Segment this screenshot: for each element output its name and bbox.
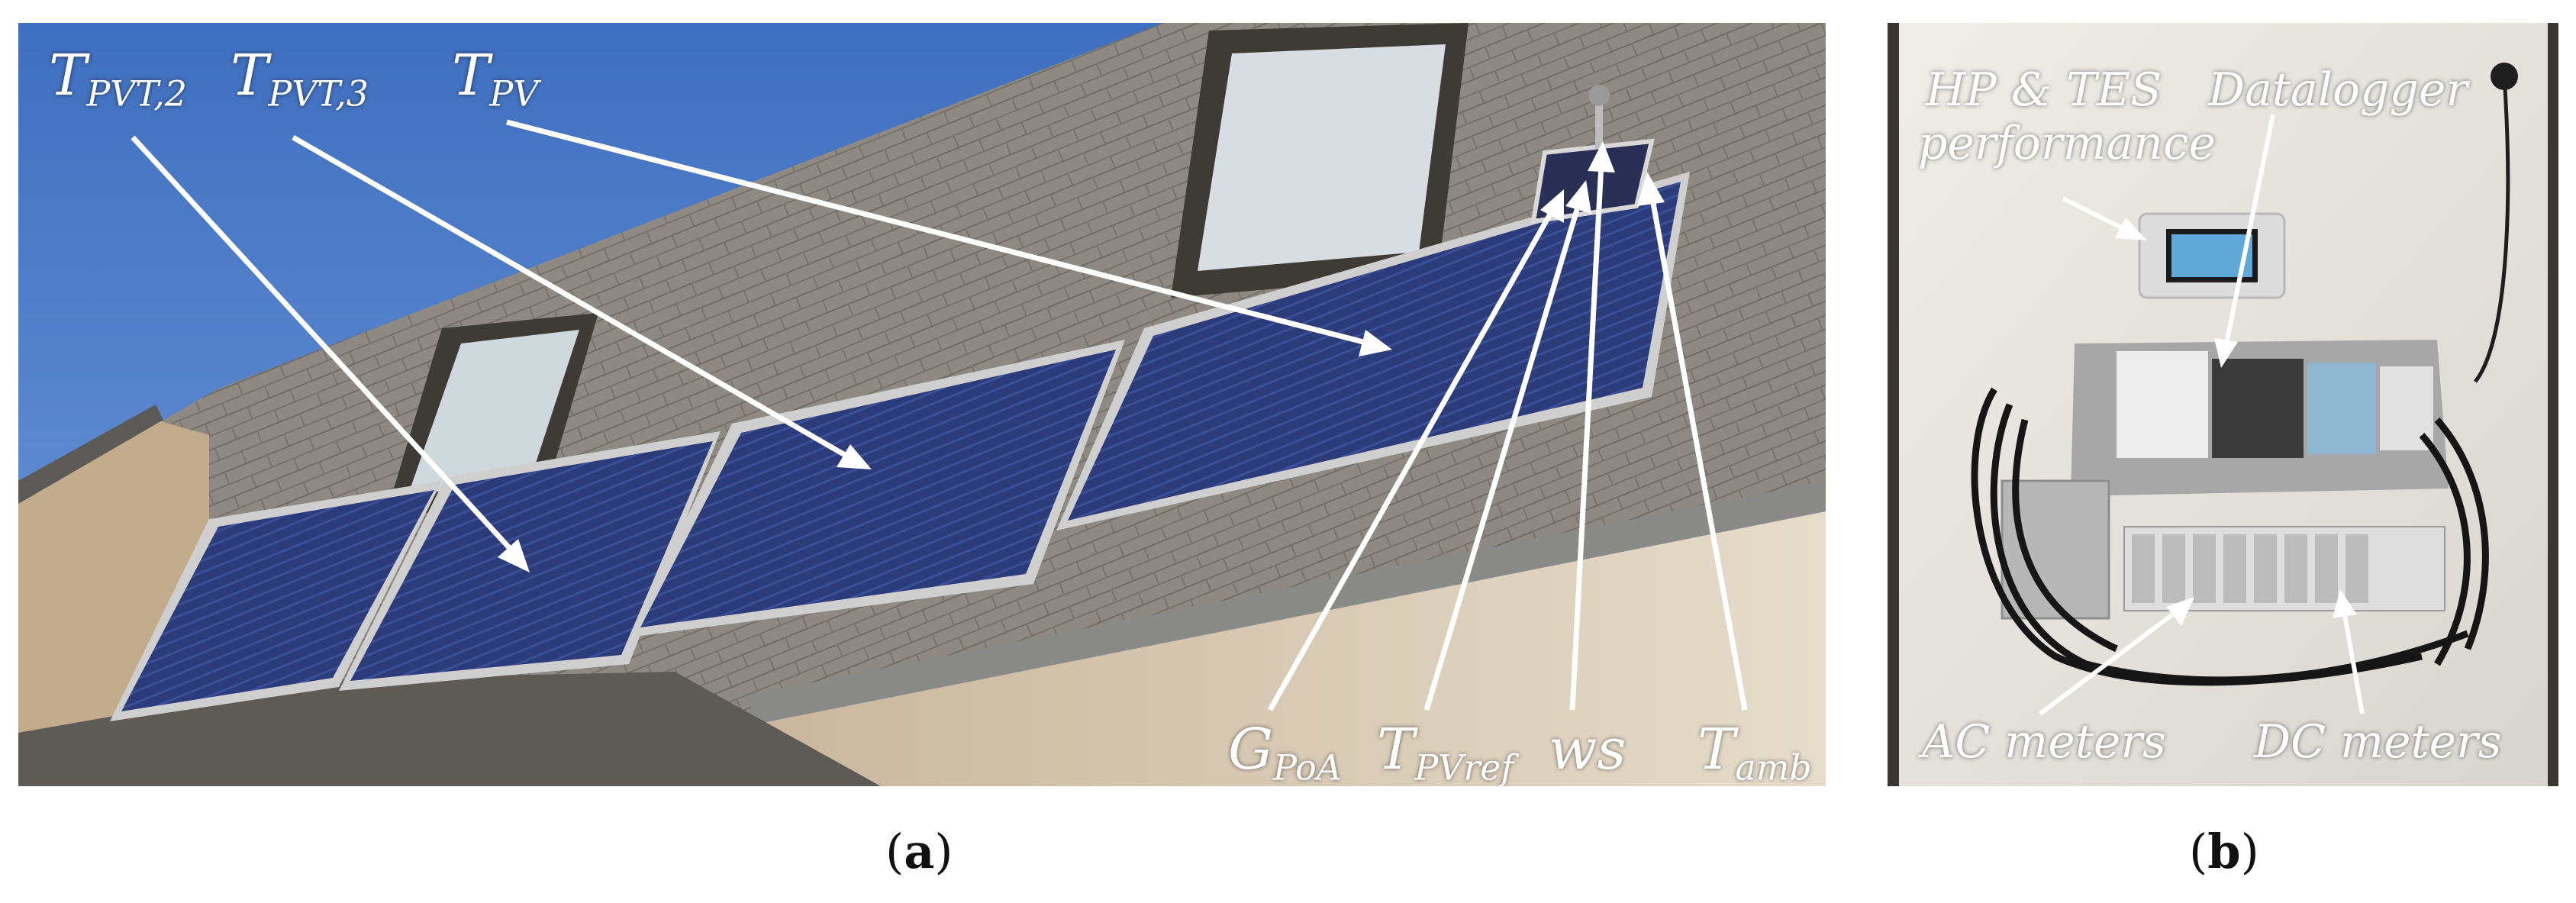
din-backplate bbox=[2071, 340, 2449, 496]
label-t-amb: Tamb bbox=[1697, 717, 1812, 786]
gutter bbox=[751, 481, 1826, 725]
rooftop-photo bbox=[18, 23, 1826, 786]
pvt-panel-2 bbox=[339, 431, 721, 691]
cable-bundle bbox=[1971, 387, 2489, 686]
meter-rail bbox=[2123, 526, 2445, 611]
label-t-pvt2: TPVT,2 bbox=[49, 43, 187, 114]
label-g-poa: GPoA bbox=[1228, 717, 1342, 786]
label-ws: ws bbox=[1549, 717, 1627, 782]
caption-b: (b) bbox=[2189, 824, 2259, 879]
label-hp-tes-line2: performance bbox=[1918, 117, 2217, 170]
label-ac-meters: AC meters bbox=[1922, 715, 2166, 769]
label-dc-meters: DC meters bbox=[2254, 715, 2502, 769]
anemometer bbox=[1588, 85, 1610, 149]
label-datalogger: Datalogger bbox=[2208, 63, 2468, 117]
skylight-large bbox=[1171, 23, 1469, 298]
pvt-panel-1 bbox=[110, 481, 442, 721]
label-hp-tes-line1: HP & TES bbox=[1926, 63, 2162, 117]
hmi-display bbox=[2138, 212, 2286, 299]
pvt-panel-3 bbox=[629, 340, 1125, 637]
label-t-pvt3: TPVT,3 bbox=[231, 43, 369, 114]
annotation-arrows bbox=[131, 119, 1748, 711]
caption-a: (a) bbox=[885, 824, 953, 879]
photo-panel-a: TPVT,2 TPVT,3 TPV GPoA TPVref ws Tamb bbox=[18, 23, 1826, 786]
label-t-pvref: TPVref bbox=[1377, 717, 1514, 786]
photo-panel-b: HP & TES performance Datalogger AC meter… bbox=[1888, 23, 2558, 786]
datalogger-photo bbox=[1888, 23, 2558, 786]
house-wall bbox=[751, 496, 1826, 786]
annotation-arrows-b bbox=[2039, 114, 2365, 716]
label-t-pv: TPV bbox=[452, 43, 539, 114]
